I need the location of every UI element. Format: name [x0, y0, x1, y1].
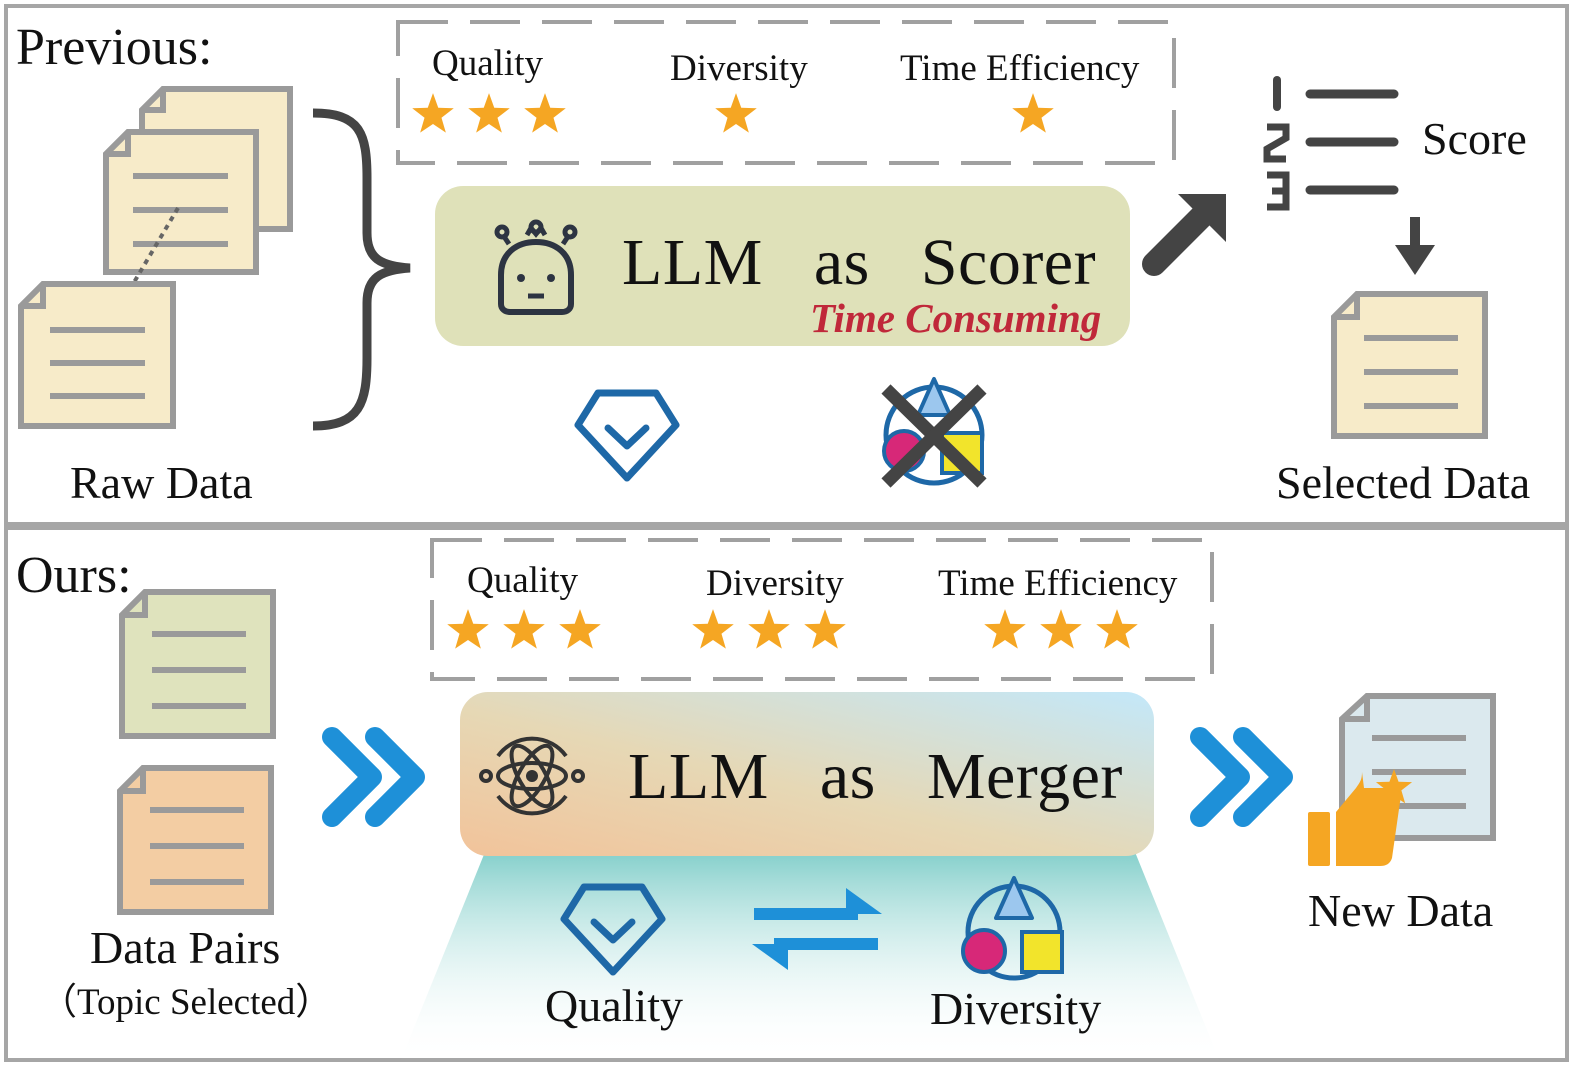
scorer-title-llm: LLM: [622, 226, 763, 299]
merger-title: LLM as Merger: [628, 744, 1123, 810]
previous-diversity-stars: [715, 93, 757, 133]
ours-metric-quality: Quality: [467, 560, 578, 601]
double-chevron-icon: [1190, 727, 1293, 827]
robot-icon: [494, 219, 578, 315]
dotted-connector: [131, 206, 180, 286]
star-icon: [447, 609, 489, 649]
star-icon: [984, 609, 1026, 649]
topic-selected-label: （Topic Selected）: [40, 982, 333, 1023]
raw-data-label: Raw Data: [70, 457, 253, 508]
star-icon: [524, 93, 566, 133]
quality-gem-icon: [574, 389, 680, 482]
document-icon: [18, 281, 176, 429]
star-icon: [804, 609, 846, 649]
atom-icon: [479, 736, 585, 816]
ours-time-stars: [984, 609, 1138, 649]
double-chevron-icon: [322, 727, 425, 827]
arrow-down-icon: [1395, 217, 1435, 275]
ours-diversity-stars: [692, 609, 846, 649]
scorer-title-role: Scorer: [920, 226, 1097, 299]
selected-document-icon: [1331, 291, 1488, 439]
star-icon: [559, 609, 601, 649]
diversity-crossed-icon: [881, 377, 987, 488]
score-label: Score: [1422, 113, 1527, 164]
document-icon: [103, 129, 259, 275]
time-consuming-note: Time Consuming: [810, 295, 1102, 341]
star-icon: [503, 609, 545, 649]
data-pairs-label: Data Pairs: [90, 922, 281, 973]
curly-brace: [312, 108, 411, 431]
tradeoff-quality-label: Quality: [545, 980, 683, 1031]
new-data-label: New Data: [1308, 885, 1494, 936]
ours-metrics-box: [430, 538, 1214, 681]
star-icon: [1096, 609, 1138, 649]
previous-metric-time-efficiency: Time Efficiency: [900, 48, 1140, 89]
previous-time-stars: [1012, 93, 1054, 133]
previous-metric-quality: Quality: [432, 43, 543, 84]
ours-metric-diversity: Diversity: [706, 563, 844, 604]
previous-quality-stars: [412, 93, 566, 133]
merger-title-role: Merger: [926, 740, 1123, 813]
ranked-list-icon: [1263, 76, 1399, 211]
tradeoff-diversity-label: Diversity: [930, 983, 1102, 1034]
quality-gem-icon: [560, 883, 666, 976]
thumbs-up-icon: [1308, 772, 1401, 866]
star-icon: [1012, 93, 1054, 133]
new-data-document-icon: [1308, 693, 1496, 866]
previous-heading: Previous:: [16, 19, 213, 76]
star-icon: [468, 93, 510, 133]
star-icon: [1040, 609, 1082, 649]
star-icon: [715, 93, 757, 133]
selected-data-label: Selected Data: [1276, 457, 1531, 508]
cross-icon: [881, 384, 987, 488]
previous-metrics-box: [396, 20, 1176, 165]
scorer-title: LLM as Scorer: [622, 230, 1096, 296]
merger-title-llm: LLM: [628, 740, 769, 813]
data-pair-document-orange: [117, 765, 274, 915]
star-icon: [748, 609, 790, 649]
scorer-box: [435, 186, 1130, 346]
ours-heading: Ours:: [16, 547, 132, 604]
diversity-icon: [961, 876, 1064, 981]
ours-quality-stars: [447, 609, 601, 649]
merger-box: [460, 692, 1154, 856]
scorer-title-as: as: [813, 226, 870, 299]
data-pair-document-green: [119, 589, 276, 739]
raw-data-documents: [18, 86, 293, 429]
previous-metric-diversity: Diversity: [670, 48, 808, 89]
swap-arrows-icon: [752, 888, 882, 970]
merger-title-as: as: [819, 740, 876, 813]
ours-metric-time-efficiency: Time Efficiency: [938, 563, 1178, 604]
arrow-up-right-icon: [1142, 194, 1226, 276]
star-icon: [692, 609, 734, 649]
